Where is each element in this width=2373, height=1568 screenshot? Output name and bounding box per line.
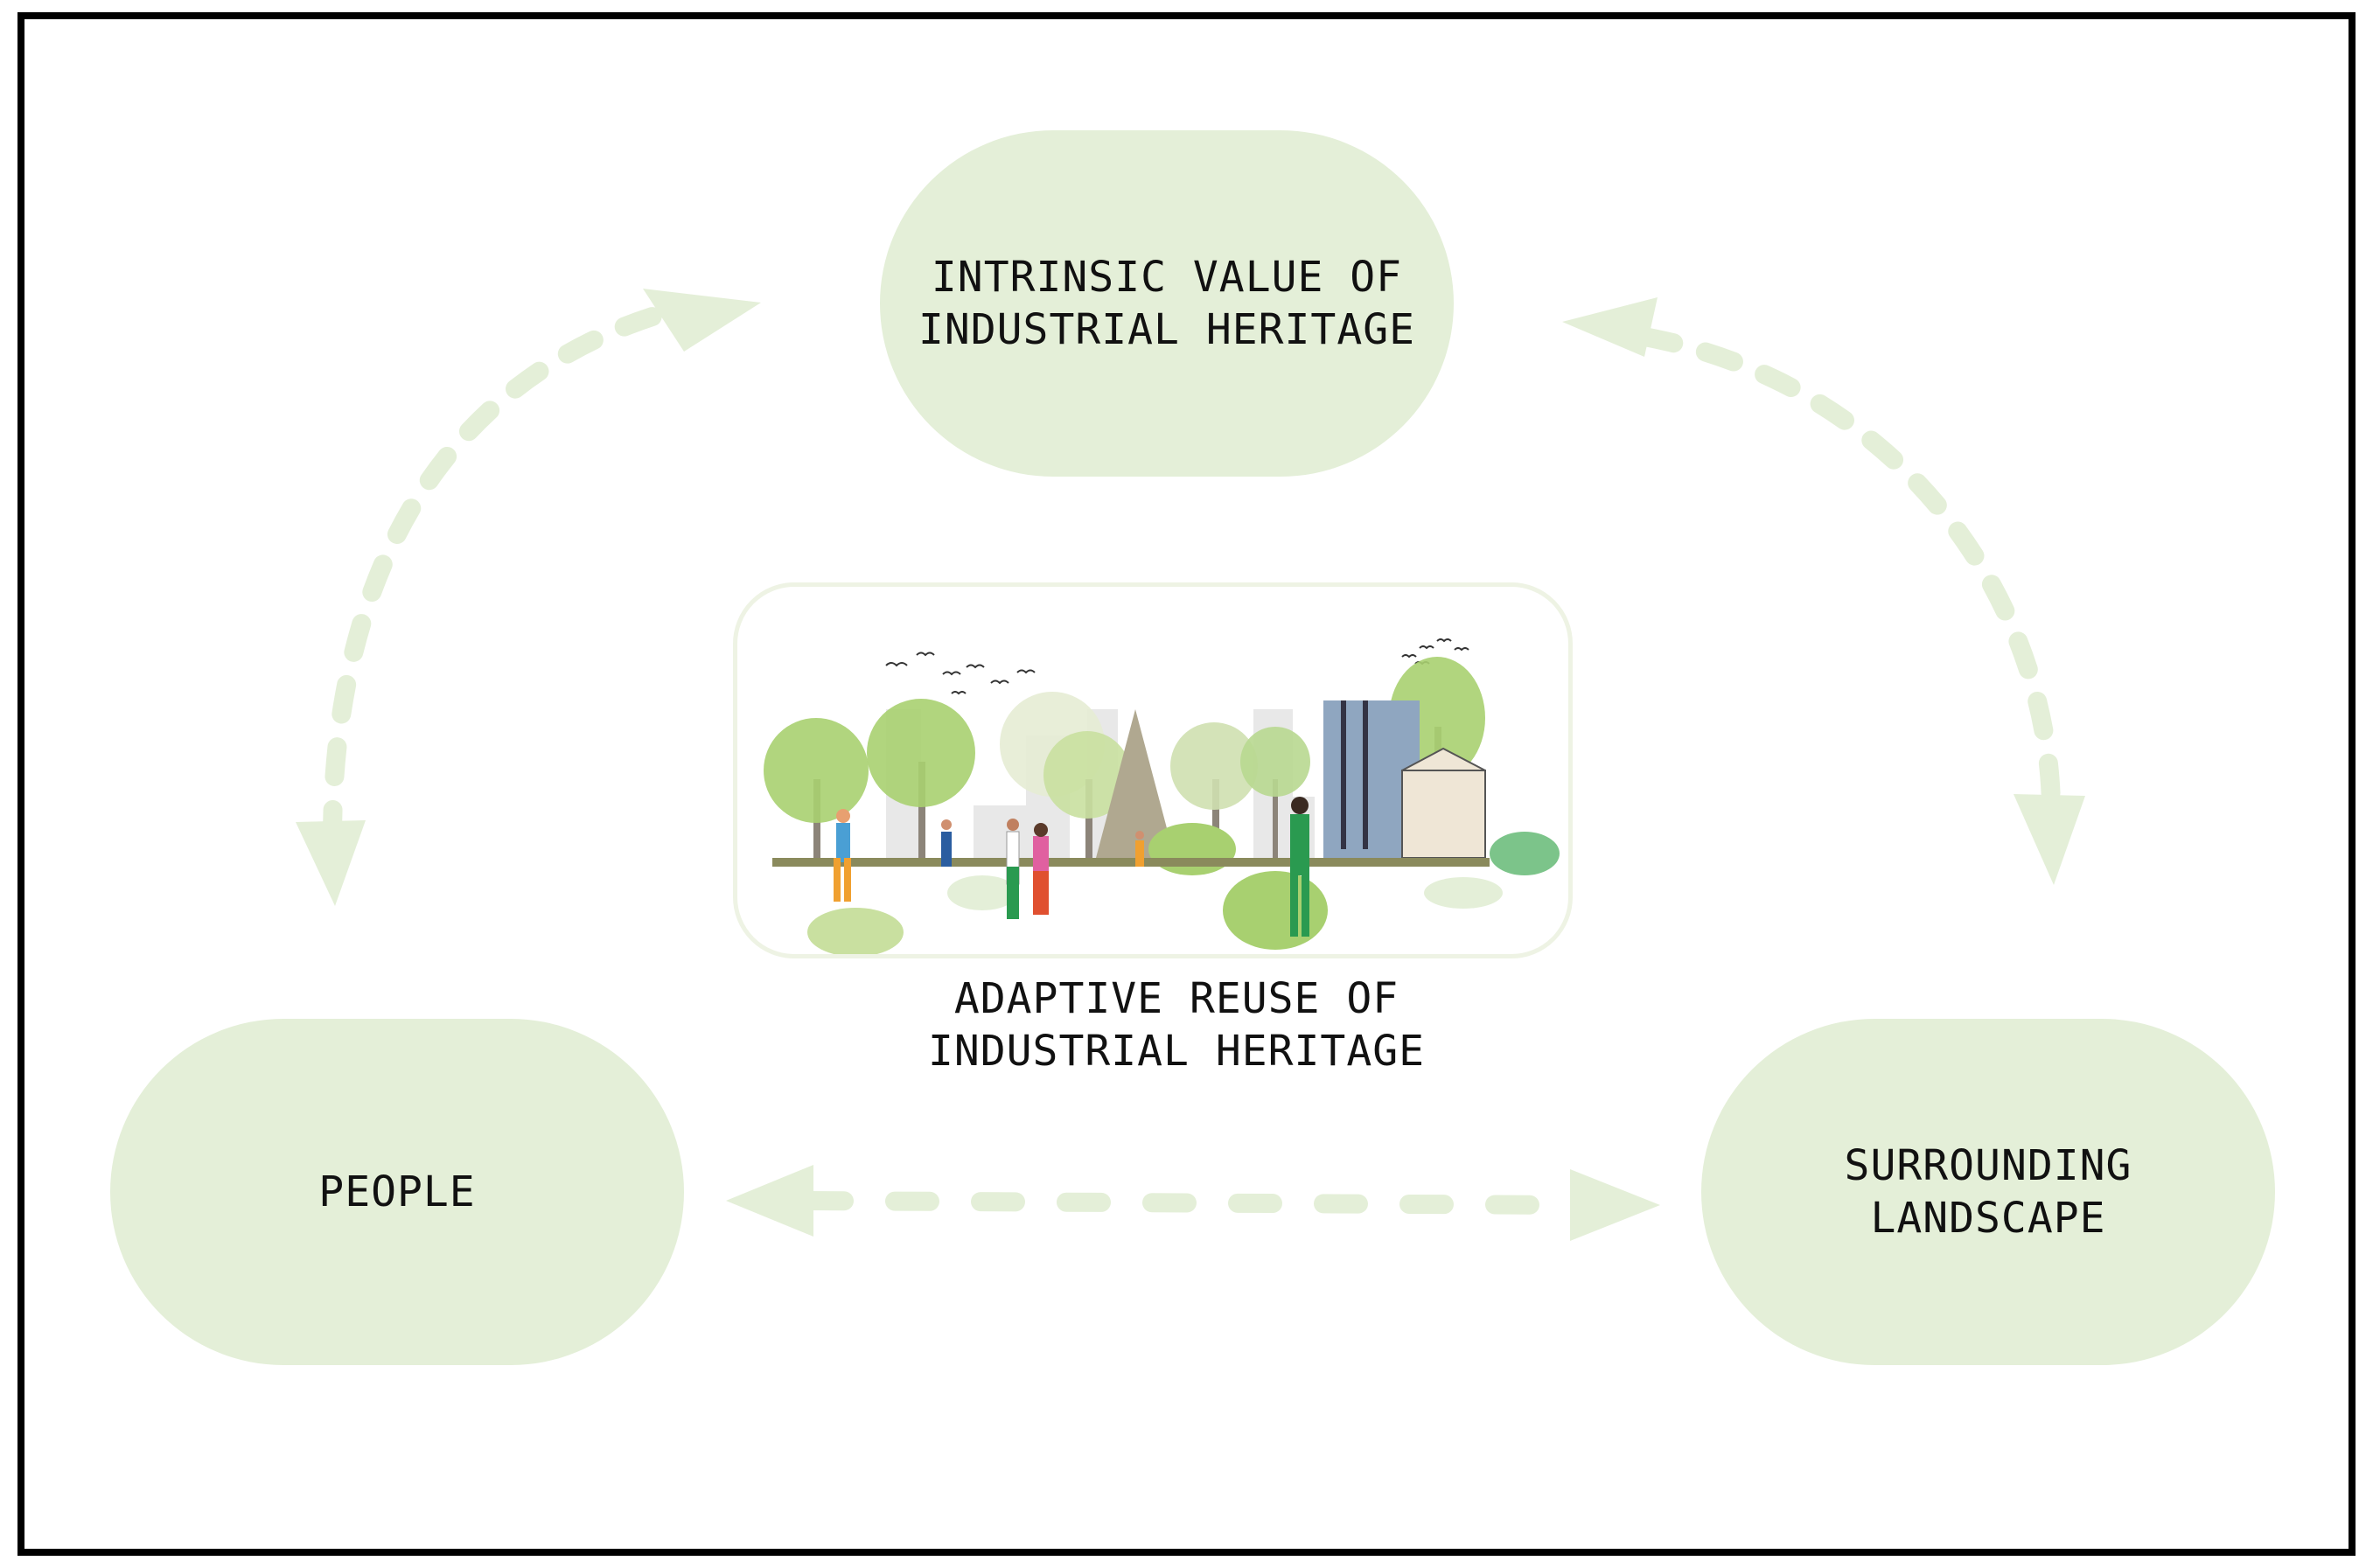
node-people: PEOPLE	[110, 1019, 684, 1365]
arrow-intrinsic-to-landscape	[1635, 327, 2061, 814]
silo-icon	[1323, 700, 1486, 859]
arrowhead-left-icon	[1562, 297, 1658, 357]
birds-icon	[885, 638, 1469, 695]
arrowhead-right-icon	[1570, 1169, 1660, 1241]
people-icon	[834, 797, 1309, 937]
node-intrinsic-value-label: INTRINSIC VALUE OF INDUSTRIAL HERITAGE	[918, 253, 1416, 354]
node-surrounding-landscape: SURROUNDING LANDSCAPE	[1701, 1019, 2275, 1365]
park-scene-illustration	[764, 638, 1560, 954]
arrowhead-left-icon	[726, 1165, 813, 1237]
arrowhead-down-icon	[296, 820, 366, 906]
arrowhead-down-icon	[2014, 794, 2085, 885]
arrow-people-to-intrinsic	[323, 298, 692, 849]
arrowhead-up-right-icon	[643, 289, 761, 352]
arrow-people-to-landscape	[799, 1191, 1580, 1215]
node-surrounding-landscape-label: SURROUNDING LANDSCAPE	[1844, 1141, 2132, 1243]
ground-path	[772, 858, 1490, 867]
adaptive-reuse-illustration	[733, 582, 1573, 958]
node-intrinsic-value: INTRINSIC VALUE OF INDUSTRIAL HERITAGE	[880, 130, 1454, 477]
node-people-label: PEOPLE	[318, 1167, 476, 1216]
center-label: ADAPTIVE REUSE OF INDUSTRIAL HERITAGE	[927, 974, 1426, 1076]
